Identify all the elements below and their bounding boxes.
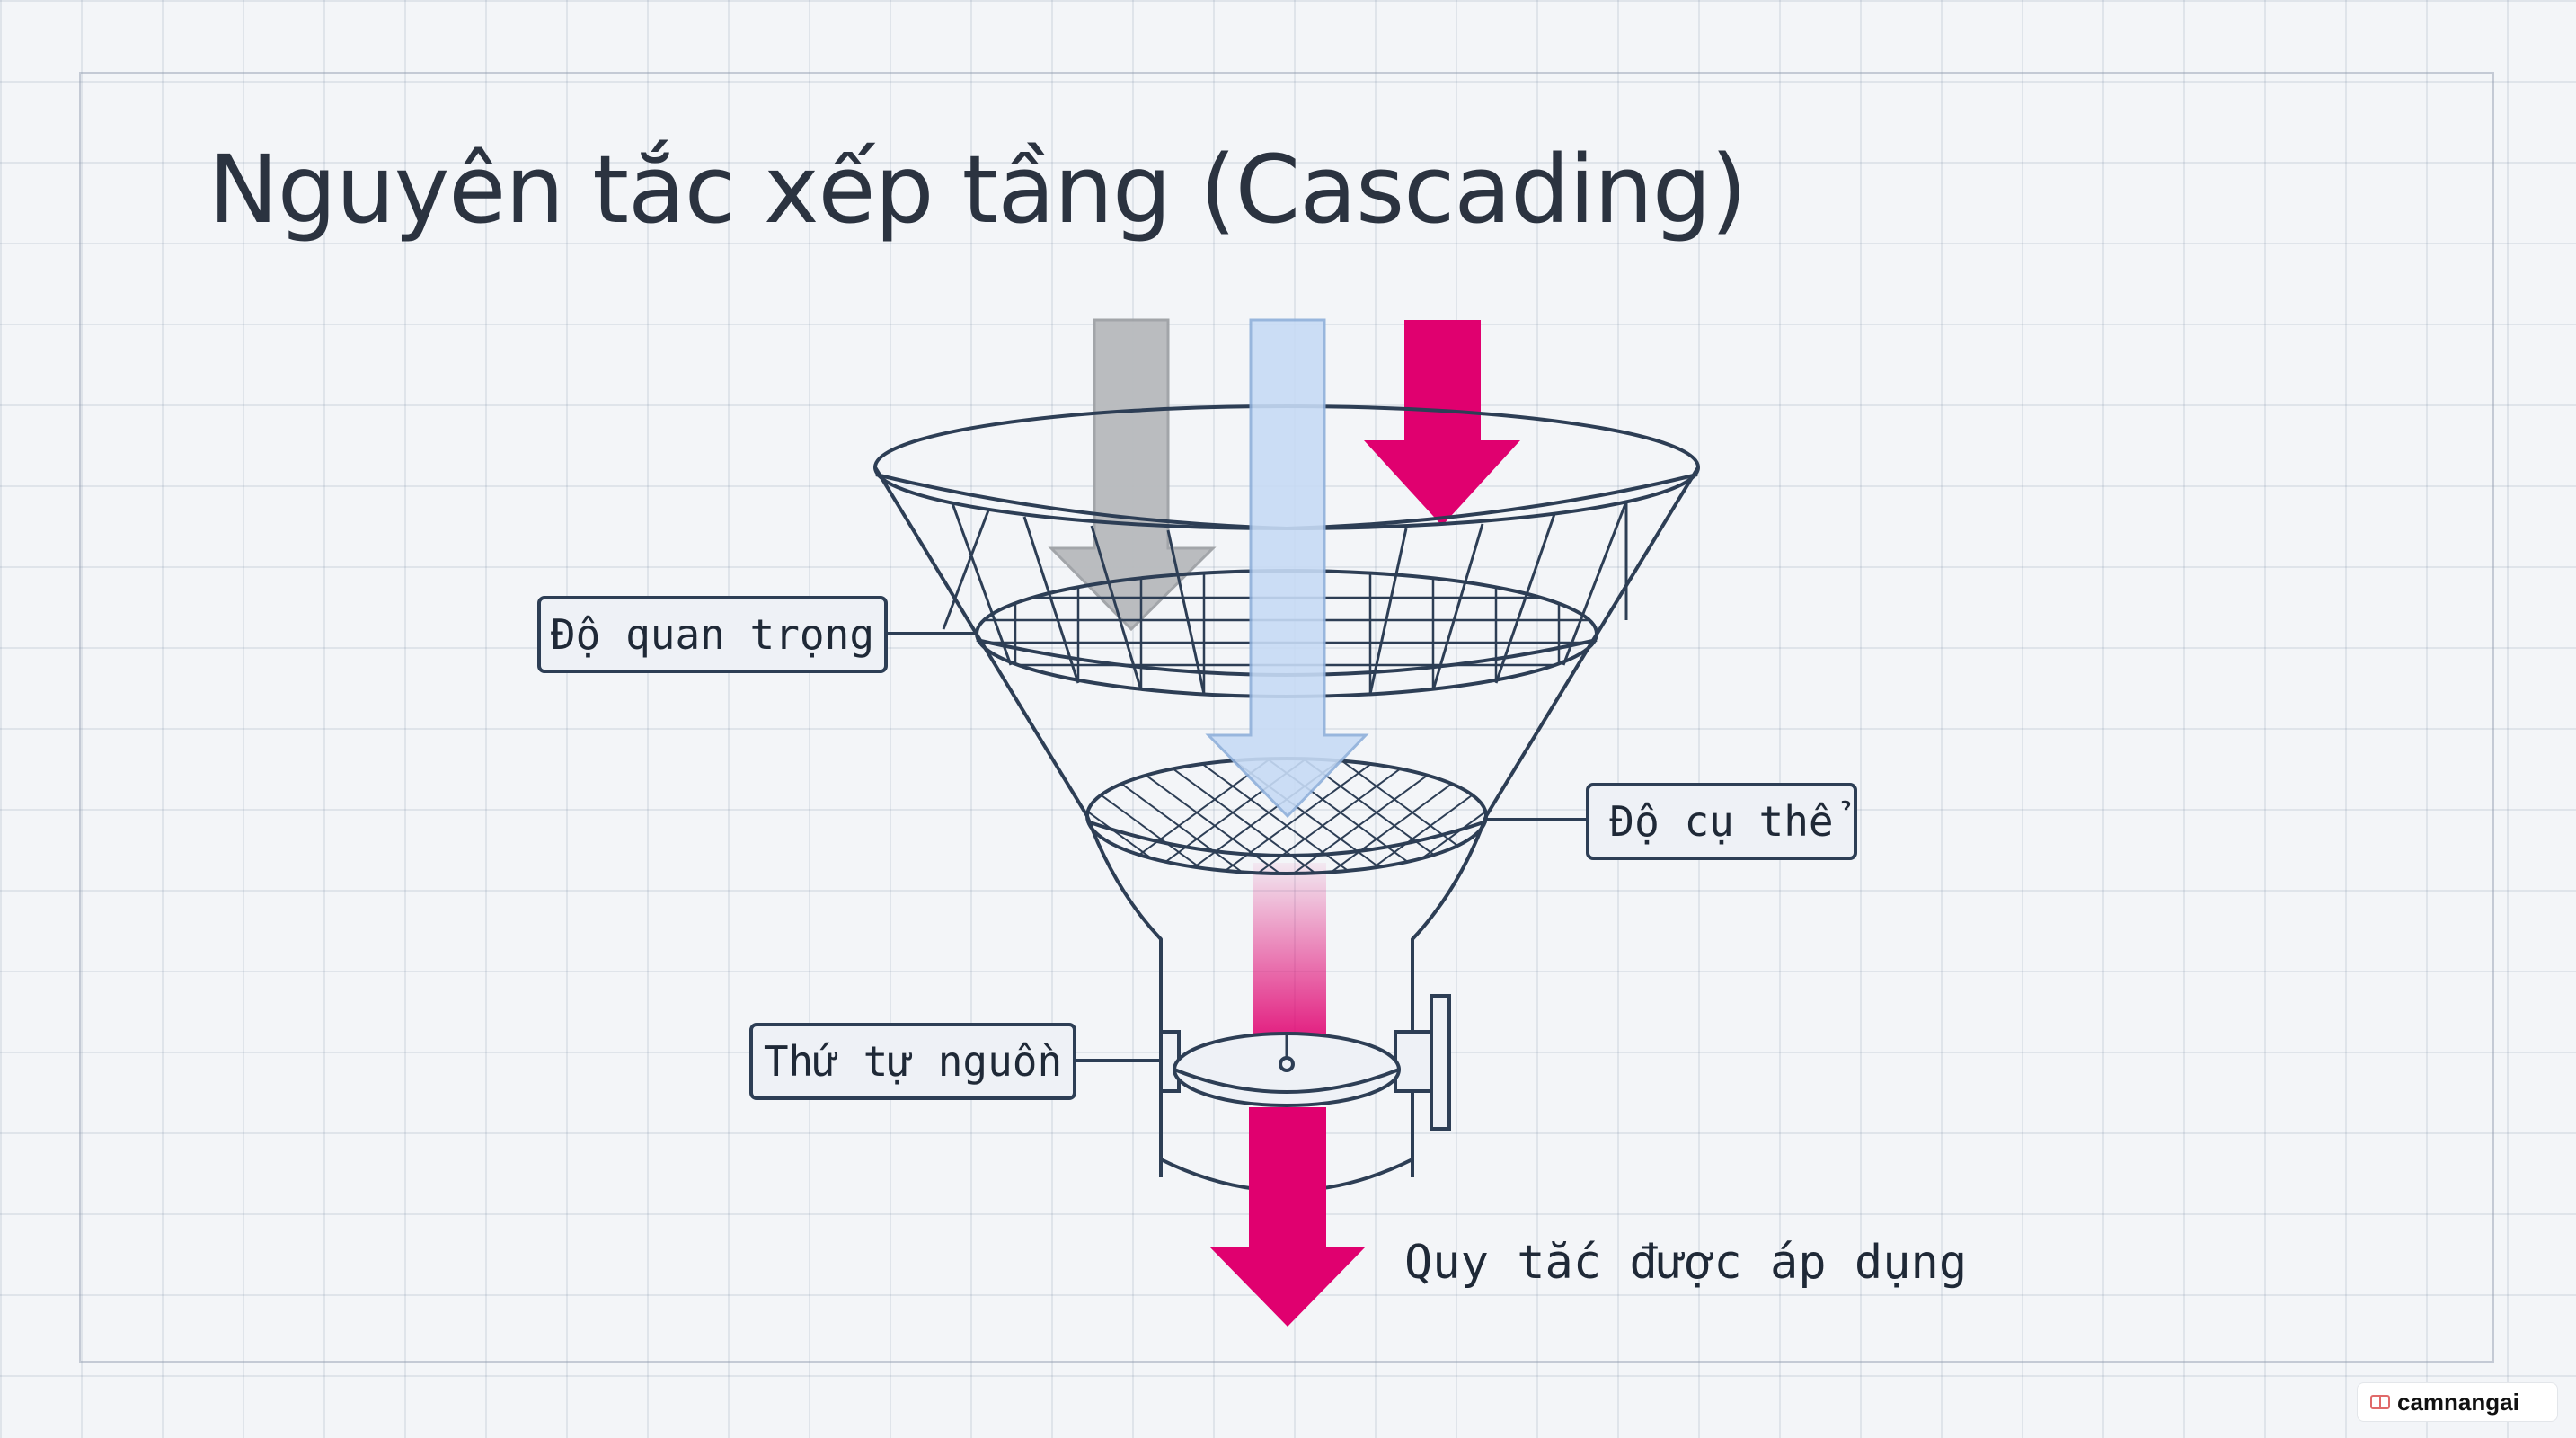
specificity-label: Độ cụ thể [1586,783,1857,860]
slide-title: Nguyên tắc xếp tầng (Cascading) [208,135,1748,244]
source-order-label: Thứ tự nguồn [749,1023,1076,1100]
gray-arrow [1048,318,1217,632]
specificity-mesh-filter [1085,757,1488,875]
result-arrow [1209,1107,1366,1327]
watermark-text: camnangai [2397,1388,2519,1416]
watermark-badge: camnangai [2357,1382,2558,1422]
magenta-arrow-top [1364,320,1520,526]
label-connectors [888,632,1586,1062]
slide-frame [79,72,2494,1363]
valve-icon [1159,994,1451,1131]
importance-label: Độ quan trọng [537,596,888,673]
book-icon [2370,1395,2390,1409]
applied-rule-label: Quy tắc được áp dụng [1404,1236,1968,1290]
blue-arrow [1205,318,1369,819]
pink-flow [1253,863,1326,1043]
